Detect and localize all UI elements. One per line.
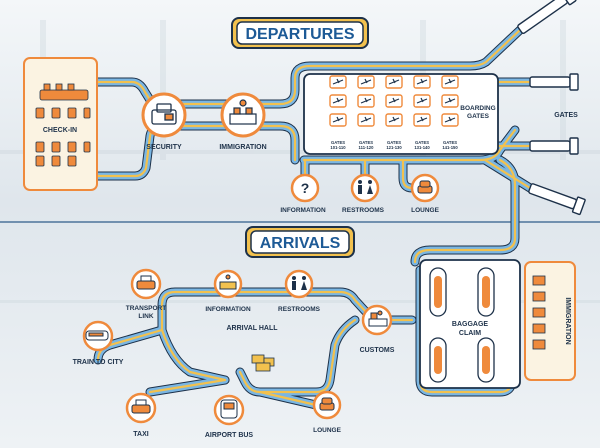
lounge-arrivals: LOUNGE <box>312 390 342 434</box>
gate-range-numbers: 121-130 <box>386 145 402 150</box>
customs-icon <box>368 310 388 327</box>
svg-text:BAGGAGE: BAGGAGE <box>452 321 489 328</box>
airport-bus-stop: AIRPORT BUS <box>205 394 254 439</box>
gate-range-label: GATES <box>331 140 345 145</box>
svg-text:GATES: GATES <box>467 113 490 120</box>
departures-title: DEPARTURES <box>231 17 369 49</box>
gate-range-numbers: 111-120 <box>359 145 375 150</box>
gate-range-numbers: 101-110 <box>330 145 346 150</box>
gate-range-label: GATES <box>387 140 401 145</box>
gate-sign-icon <box>357 113 375 127</box>
gate-range-numbers: 131-140 <box>414 145 430 150</box>
svg-text:IMMIGRATION: IMMIGRATION <box>564 297 571 344</box>
svg-text:CUSTOMS: CUSTOMS <box>360 347 395 354</box>
gate-sign-icon <box>441 75 459 89</box>
arrivals-title: ARRIVALS <box>245 226 355 258</box>
lounge-departures: LOUNGE <box>410 173 440 214</box>
taxi-icon <box>136 275 156 290</box>
baggage-claim-area: BAGGAGE CLAIM <box>419 259 521 389</box>
restrooms-arrivals: RESTROOMS <box>278 269 321 313</box>
information-desk-arrivals: INFORMATION <box>205 269 251 313</box>
restrooms-departures: RESTROOMS <box>342 173 385 214</box>
gate-range-label: GATES <box>443 140 457 145</box>
check-in-area: CHECK-IN <box>23 57 98 191</box>
svg-text:TRAIN TO CITY: TRAIN TO CITY <box>73 359 124 366</box>
information-desk-departures: ? INFORMATION <box>280 173 326 214</box>
check-in-label: CHECK-IN <box>43 127 77 134</box>
gate-range-label: GATES <box>415 140 429 145</box>
svg-text:RESTROOMS: RESTROOMS <box>342 207 385 214</box>
gate-sign-icon <box>413 94 431 108</box>
restroom-icon <box>292 276 307 290</box>
armchair-icon <box>417 180 433 194</box>
transport-link: TRANSPORT LINK <box>126 268 166 320</box>
svg-text:DEPARTURES: DEPARTURES <box>245 26 354 43</box>
gate-sign-icon <box>329 113 347 127</box>
svg-text:CLAIM: CLAIM <box>459 330 481 337</box>
gates-label: GATES <box>554 112 578 119</box>
gate-sign-icon <box>413 113 431 127</box>
svg-text:TRANSPORT: TRANSPORT <box>126 305 166 312</box>
taxi-stand: TAXI <box>125 392 157 438</box>
immigration-arrivals: IMMIGRATION <box>524 261 576 381</box>
immigration-station: IMMIGRATION <box>219 92 267 151</box>
security-scanner-icon <box>151 103 177 125</box>
svg-text:AIRPORT BUS: AIRPORT BUS <box>205 432 254 439</box>
gate-sign-icon <box>357 75 375 89</box>
svg-text:SECURITY: SECURITY <box>146 144 182 151</box>
svg-text:LINK: LINK <box>138 313 153 320</box>
luggage-icon <box>251 354 275 372</box>
train-icon <box>85 330 109 341</box>
info-desk-icon <box>219 274 237 290</box>
taxi-car-icon <box>131 399 151 414</box>
arrival-hall-label: ARRIVAL HALL <box>226 325 278 332</box>
svg-text:INFORMATION: INFORMATION <box>280 207 326 214</box>
armchair-icon <box>319 397 335 411</box>
gate-sign-icon <box>441 94 459 108</box>
gate-range-label: GATES <box>359 140 373 145</box>
gate-range-numbers: 141-150 <box>442 145 458 150</box>
svg-text:LOUNGE: LOUNGE <box>313 427 341 434</box>
svg-text:INFORMATION: INFORMATION <box>205 306 251 313</box>
gate-sign-icon <box>329 75 347 89</box>
gate-sign-icon <box>413 75 431 89</box>
svg-text:ARRIVALS: ARRIVALS <box>260 235 341 252</box>
boarding-gates-panel: GATES101-110GATES111-120GATES121-130GATE… <box>303 73 499 155</box>
gate-sign-icon <box>357 94 375 108</box>
svg-text:LOUNGE: LOUNGE <box>411 207 439 214</box>
svg-text:BOARDING: BOARDING <box>460 105 495 112</box>
restroom-icon <box>358 180 373 194</box>
gate-signs: GATES101-110GATES111-120GATES121-130GATE… <box>329 75 459 150</box>
gate-sign-icon <box>385 113 403 127</box>
jet-bridges <box>517 0 586 216</box>
immigration-desk-icon <box>229 99 257 125</box>
bus-icon <box>220 399 238 419</box>
svg-text:IMMIGRATION: IMMIGRATION <box>219 144 266 151</box>
gate-sign-icon <box>385 75 403 89</box>
train-to-city: TRAIN TO CITY <box>73 320 124 366</box>
question-icon: ? <box>301 180 310 196</box>
svg-text:RESTROOMS: RESTROOMS <box>278 306 321 313</box>
security-station: SECURITY <box>141 92 187 151</box>
gate-sign-icon <box>385 94 403 108</box>
gate-sign-icon <box>329 94 347 108</box>
customs-station: CUSTOMS <box>360 304 395 354</box>
svg-text:TAXI: TAXI <box>133 431 148 438</box>
gate-sign-icon <box>441 113 459 127</box>
